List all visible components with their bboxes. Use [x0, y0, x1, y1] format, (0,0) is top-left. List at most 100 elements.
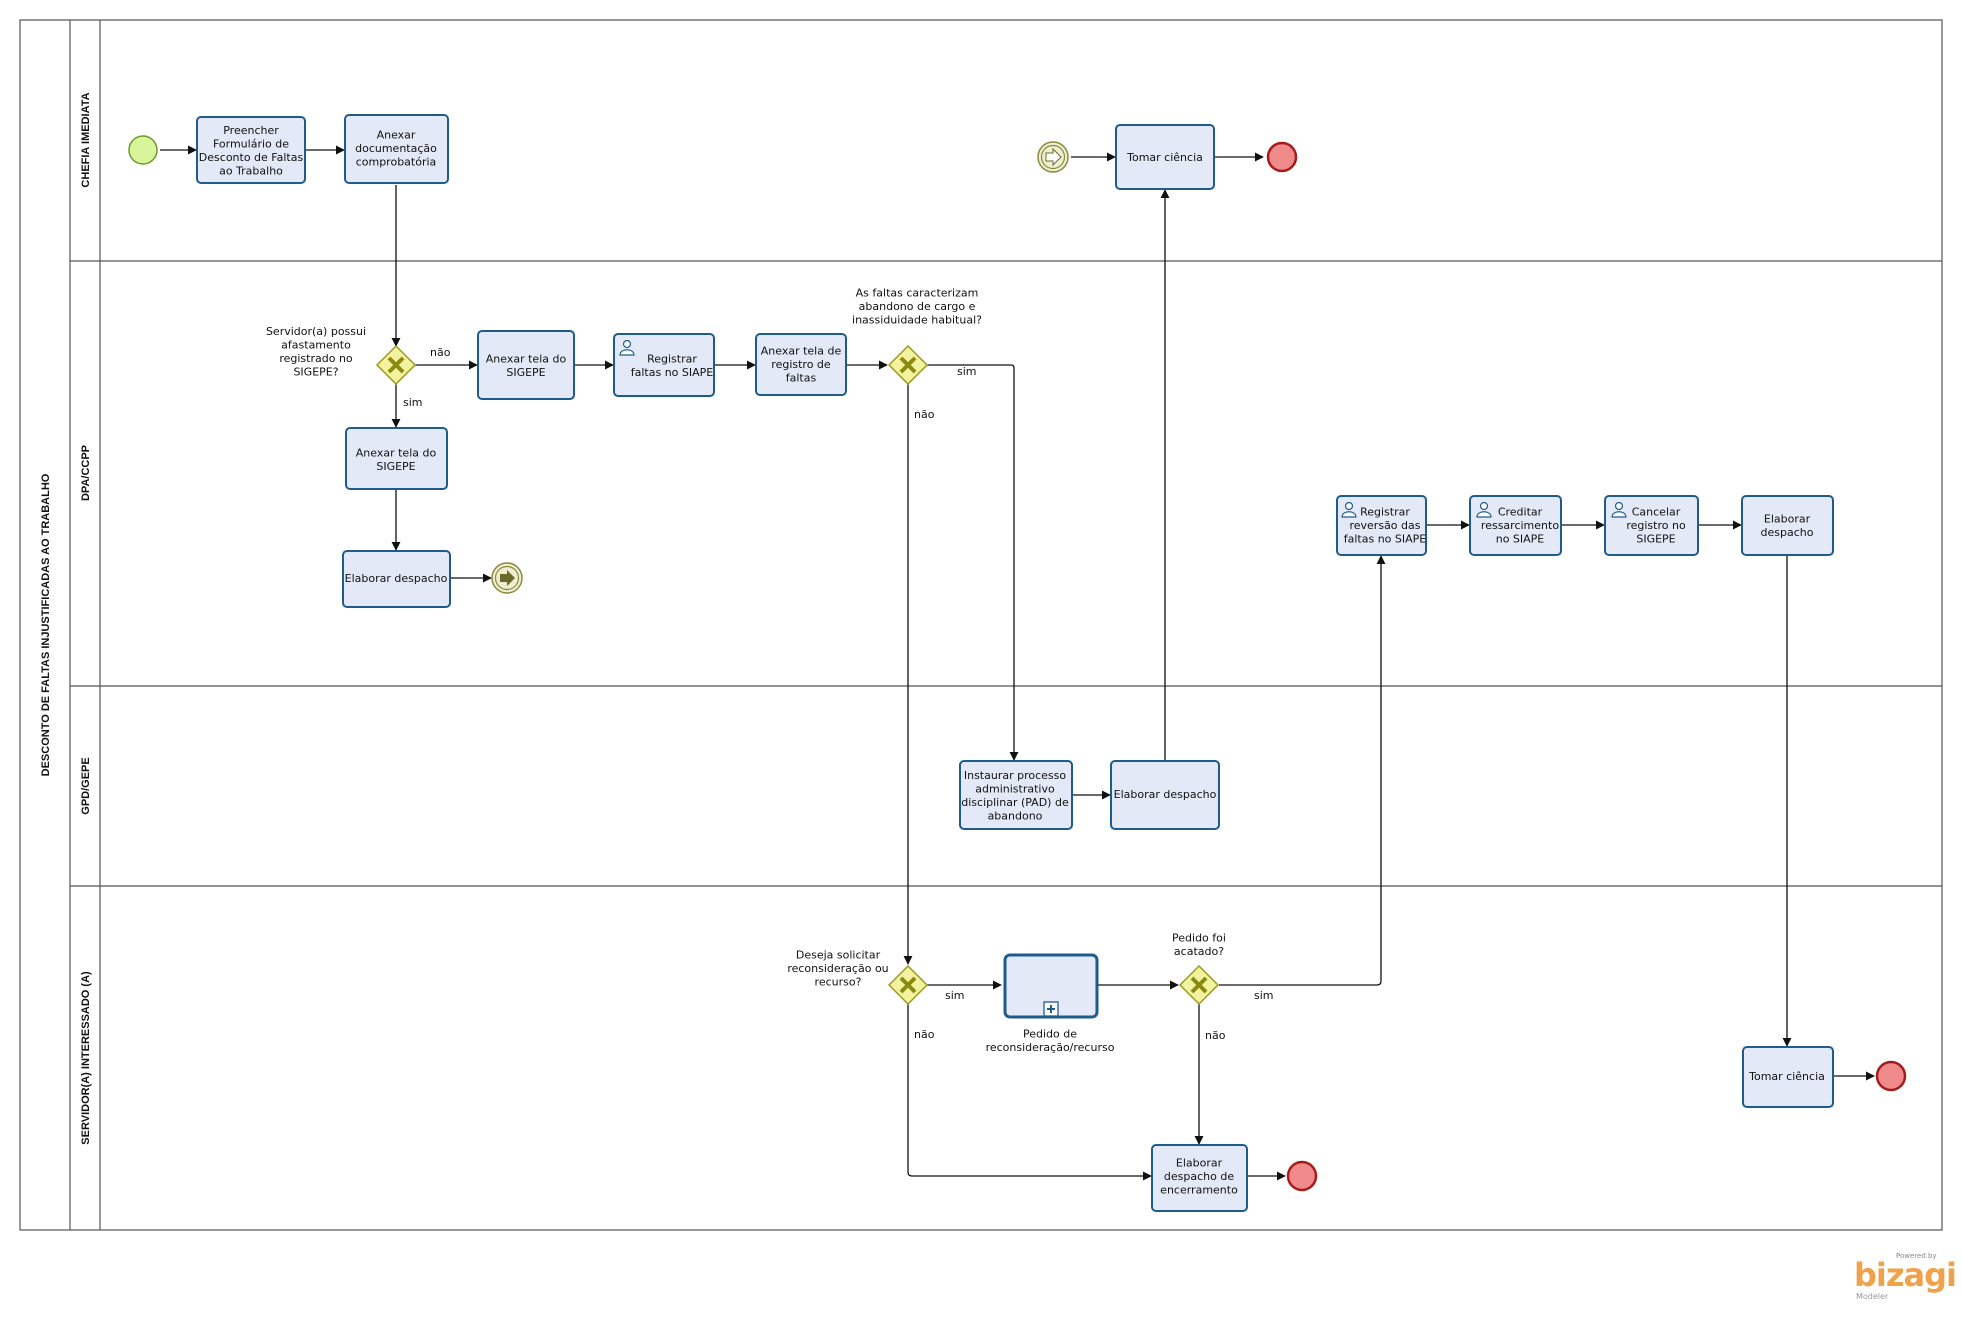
text-line: Cancelar	[1632, 506, 1681, 519]
text-line: reconsideração/recurso	[986, 1041, 1115, 1054]
link-throw-event[interactable]	[491, 562, 523, 594]
text-line: Anexar	[377, 129, 416, 142]
flow-label-nao: não	[914, 1028, 935, 1041]
gateway-acatado[interactable]	[1178, 964, 1220, 1006]
text-line: recurso?	[815, 976, 862, 989]
brand-product: Modeler	[1856, 1292, 1889, 1301]
text-line: registro no	[1626, 519, 1686, 532]
text-line: despacho de	[1164, 1170, 1234, 1183]
flow-label-nao: não	[430, 346, 451, 359]
lane-title-dpa: DPA/CCPP	[80, 445, 92, 501]
text-line: SIGEPE?	[293, 365, 338, 378]
task-elaborar-despacho-gpd[interactable]: Elaborar despacho	[1110, 760, 1220, 830]
flow-label-sim: sim	[1254, 989, 1274, 1002]
sequence-flows	[160, 145, 1875, 1181]
text-line: despacho	[1761, 526, 1814, 539]
text-line: Elaborar despacho	[345, 572, 448, 585]
user-task-icons	[619, 339, 1627, 518]
text-line: abandono	[988, 809, 1043, 822]
text-line: Elaborar	[1764, 512, 1811, 525]
flow-label-sim: sim	[403, 396, 423, 409]
flow-label-sim: sim	[945, 989, 965, 1002]
flow-label-sim: sim	[957, 365, 977, 378]
lane-title-servidor: SERVIDOR(A) INTERESSADO (A)	[80, 971, 92, 1145]
task-tomar-ciencia-servidor[interactable]: Tomar ciência	[1742, 1046, 1834, 1108]
user-icon	[1611, 501, 1627, 518]
lane-title-chefia: CHEFIA IMEDIATA	[80, 92, 92, 187]
text-line: Anexar tela de	[761, 345, 842, 358]
task-tomar-ciencia-chefia[interactable]: Tomar ciência	[1115, 124, 1215, 190]
brand-powered: Powered by	[1896, 1252, 1937, 1260]
text-line: Anexar tela do	[486, 352, 567, 365]
gateway-abandono[interactable]	[887, 344, 929, 386]
text-line: faltas no SIAPE	[631, 366, 714, 379]
lane-title-gpd: GPD/GEPE	[80, 757, 92, 814]
start-event[interactable]	[128, 135, 158, 165]
end-event-chefia[interactable]	[1266, 141, 1298, 173]
text-line: Elaborar despacho	[1114, 788, 1217, 801]
pool: DESCONTO DE FALTAS INJUSTIFICADAS AO TRA…	[19, 19, 1943, 1231]
text-line: ao Trabalho	[219, 164, 283, 177]
text-line: Elaborar	[1176, 1157, 1223, 1170]
text-line: faltas	[786, 372, 817, 385]
text-line: Registrar	[647, 352, 697, 365]
text-line: Deseja solicitar	[796, 949, 881, 962]
events	[128, 135, 1907, 1192]
text-line: Preencher	[223, 124, 279, 137]
text-line: Formulário de	[213, 137, 289, 150]
bizagi-logo: Powered by bizagi Modeler	[1852, 1252, 1957, 1301]
flow-label-nao: não	[914, 408, 935, 421]
text-line: Servidor(a) possui	[266, 325, 366, 338]
text-line: comprobatória	[356, 156, 437, 169]
text-line: ressarcimento	[1481, 519, 1559, 532]
user-icon	[1341, 501, 1357, 518]
task-elaborar-despacho-dpa[interactable]: Elaborar despacho	[342, 550, 451, 608]
subprocess-pedido-reconsideracao[interactable]	[1003, 953, 1099, 1019]
text-line: afastamento	[281, 338, 351, 351]
text-line: Anexar tela do	[356, 446, 437, 459]
text-line: documentação	[355, 142, 437, 155]
pool-title: DESCONTO DE FALTAS INJUSTIFICADAS AO TRA…	[40, 473, 52, 776]
gateway-afastamento[interactable]	[375, 344, 417, 386]
text-line: SIGEPE	[1636, 533, 1675, 546]
text-line: reversão das	[1349, 519, 1420, 532]
task-instaurar-pad[interactable]: Instaurar processoadministrativodiscipli…	[959, 760, 1073, 830]
text-line: no SIAPE	[1496, 533, 1545, 546]
gateways	[375, 344, 1220, 1006]
text-line: Pedido de	[1023, 1027, 1077, 1040]
labels: Servidor(a) possuiafastamentoregistrado …	[266, 287, 1226, 1054]
end-event-servidor[interactable]	[1875, 1060, 1907, 1092]
gateway-reconsideracao[interactable]	[887, 964, 929, 1006]
text-line: encerramento	[1160, 1184, 1238, 1197]
brand-name: bizagi	[1854, 1256, 1957, 1294]
text-line: abandono de cargo e	[859, 300, 976, 313]
text-line: reconsideração ou	[787, 962, 888, 975]
text-line: disciplinar (PAD) de	[961, 796, 1069, 809]
user-icon	[619, 339, 635, 356]
text-line: SIGEPE	[376, 460, 415, 473]
link-catch-event[interactable]	[1037, 141, 1069, 173]
text-line: administrativo	[975, 782, 1055, 795]
text-line: Instaurar processo	[964, 769, 1067, 782]
end-event-encerramento[interactable]	[1286, 1160, 1318, 1192]
text-line: registrado no	[279, 352, 353, 365]
text-line: Desconto de Faltas	[199, 151, 304, 164]
text-line: inassiduidade habitual?	[852, 314, 982, 327]
text-line: Pedido foi	[1172, 931, 1226, 944]
